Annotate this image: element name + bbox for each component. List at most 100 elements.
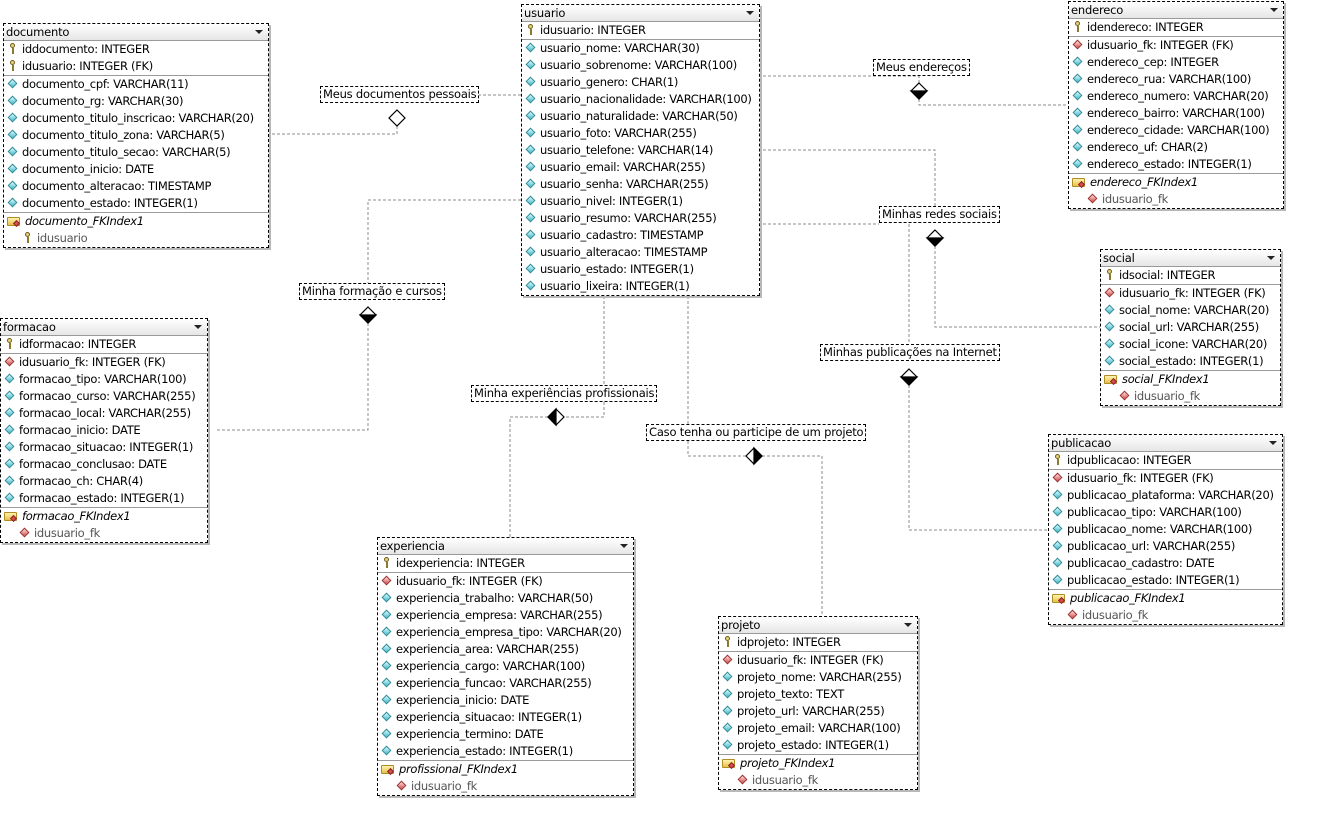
table-column[interactable]: experiencia_trabalho: VARCHAR(50) [378,590,633,607]
table-column[interactable]: iddocumento: INTEGER [4,41,268,58]
table-column[interactable]: usuario_nivel: INTEGER(1) [522,193,759,210]
table-column[interactable]: idusuario: INTEGER (FK) [4,58,268,75]
table-column[interactable]: usuario_email: VARCHAR(255) [522,159,759,176]
table-column[interactable]: endereco_uf: CHAR(2) [1069,139,1283,156]
table-column[interactable]: idprojeto: INTEGER [719,634,917,651]
relationship-diamond-icon[interactable] [899,368,919,386]
collapse-arrow-icon[interactable] [255,30,263,34]
table-column[interactable]: experiencia_situacao: INTEGER(1) [378,709,633,726]
relationship-diamond-icon[interactable] [909,82,929,100]
table-column[interactable]: experiencia_estado: INTEGER(1) [378,743,633,760]
table-column[interactable]: endereco_bairro: VARCHAR(100) [1069,105,1283,122]
index-field[interactable]: idusuario_fk [1049,607,1282,624]
relationship-label[interactable]: Minha experiências profissionais [471,385,658,402]
table-column[interactable]: formacao_tipo: VARCHAR(100) [1,371,207,388]
relationship-label[interactable]: Caso tenha ou participe de um projeto [646,424,867,441]
table-column[interactable]: endereco_numero: VARCHAR(20) [1069,88,1283,105]
table-column[interactable]: usuario_resumo: VARCHAR(255) [522,210,759,227]
table-column[interactable]: documento_titulo_inscricao: VARCHAR(20) [4,110,268,127]
table-column[interactable]: usuario_sobrenome: VARCHAR(100) [522,57,759,74]
table-column[interactable]: idusuario_fk: INTEGER (FK) [1069,37,1283,54]
table-column[interactable]: publicacao_estado: INTEGER(1) [1049,572,1282,589]
table-column[interactable]: usuario_naturalidade: VARCHAR(50) [522,108,759,125]
table-column[interactable]: projeto_email: VARCHAR(100) [719,720,917,737]
table-column[interactable]: idusuario_fk: INTEGER (FK) [1049,470,1282,487]
relationship-diamond-icon[interactable] [745,446,763,466]
table-column[interactable]: documento_inicio: DATE [4,161,268,178]
relationship-diamond-icon[interactable] [388,109,406,127]
index-field[interactable]: idusuario_fk [1101,388,1280,405]
table-column[interactable]: social_nome: VARCHAR(20) [1101,302,1280,319]
table-column[interactable]: usuario_estado: INTEGER(1) [522,261,759,278]
table-header[interactable]: documento [4,24,268,41]
index-field[interactable]: idusuario_fk [1069,191,1283,208]
table-column[interactable]: usuario_alteracao: TIMESTAMP [522,244,759,261]
table-column[interactable]: documento_titulo_secao: VARCHAR(5) [4,144,268,161]
table-header[interactable]: social [1101,250,1280,267]
table-column[interactable]: formacao_ch: CHAR(4) [1,473,207,490]
table-column[interactable]: publicacao_url: VARCHAR(255) [1049,538,1282,555]
table-column[interactable]: usuario_lixeira: INTEGER(1) [522,278,759,295]
relationship-label[interactable]: Minhas publicações na Internet [820,344,1000,361]
index-field[interactable]: idusuario [4,230,268,247]
table-column[interactable]: idsocial: INTEGER [1101,267,1280,284]
table-column[interactable]: experiencia_cargo: VARCHAR(100) [378,658,633,675]
index-field[interactable]: idusuario_fk [378,778,633,795]
index-row[interactable]: endereco_FKIndex1 [1069,174,1283,191]
collapse-arrow-icon[interactable] [194,325,202,329]
table-column[interactable]: usuario_senha: VARCHAR(255) [522,176,759,193]
table-column[interactable]: documento_alteracao: TIMESTAMP [4,178,268,195]
index-field[interactable]: idusuario_fk [719,772,917,789]
index-row[interactable]: social_FKIndex1 [1101,371,1280,388]
table-column[interactable]: idexperiencia: INTEGER [378,555,633,572]
table-column[interactable]: endereco_estado: INTEGER(1) [1069,156,1283,173]
table-column[interactable]: social_url: VARCHAR(255) [1101,319,1280,336]
table-column[interactable]: documento_rg: VARCHAR(30) [4,93,268,110]
index-row[interactable]: documento_FKIndex1 [4,213,268,230]
table-column[interactable]: idusuario_fk: INTEGER (FK) [1101,285,1280,302]
table-header[interactable]: formacao [1,319,207,336]
table-column[interactable]: usuario_nome: VARCHAR(30) [522,40,759,57]
table-column[interactable]: idusuario_fk: INTEGER (FK) [719,652,917,669]
table-column[interactable]: documento_cpf: VARCHAR(11) [4,76,268,93]
table-column[interactable]: formacao_situacao: INTEGER(1) [1,439,207,456]
table-column[interactable]: formacao_conclusao: DATE [1,456,207,473]
collapse-arrow-icon[interactable] [620,544,628,548]
table-column[interactable]: projeto_url: VARCHAR(255) [719,703,917,720]
collapse-arrow-icon[interactable] [746,11,754,15]
table-column[interactable]: projeto_nome: VARCHAR(255) [719,669,917,686]
table-column[interactable]: social_icone: VARCHAR(20) [1101,336,1280,353]
table-column[interactable]: experiencia_empresa: VARCHAR(255) [378,607,633,624]
table-column[interactable]: endereco_rua: VARCHAR(100) [1069,71,1283,88]
relationship-diamond-icon[interactable] [925,229,945,247]
table-column[interactable]: experiencia_termino: DATE [378,726,633,743]
table-column[interactable]: publicacao_cadastro: DATE [1049,555,1282,572]
table-column[interactable]: endereco_cidade: VARCHAR(100) [1069,122,1283,139]
collapse-arrow-icon[interactable] [904,623,912,627]
collapse-arrow-icon[interactable] [1269,441,1277,445]
table-column[interactable]: formacao_curso: VARCHAR(255) [1,388,207,405]
table-column[interactable]: formacao_estado: INTEGER(1) [1,490,207,507]
table-column[interactable]: usuario_genero: CHAR(1) [522,74,759,91]
table-column[interactable]: publicacao_tipo: VARCHAR(100) [1049,504,1282,521]
relationship-label[interactable]: Minha formação e cursos [299,283,445,300]
table-column[interactable]: projeto_texto: TEXT [719,686,917,703]
relationship-label[interactable]: Minhas redes sociais [879,206,1000,223]
table-column[interactable]: projeto_estado: INTEGER(1) [719,737,917,754]
relationship-label[interactable]: Meus endereços [873,59,970,76]
table-column[interactable]: idusuario: INTEGER [522,22,759,39]
table-header[interactable]: endereco [1069,2,1283,19]
table-column[interactable]: experiencia_empresa_tipo: VARCHAR(20) [378,624,633,641]
index-row[interactable]: projeto_FKIndex1 [719,755,917,772]
table-header[interactable]: experiencia [378,538,633,555]
table-column[interactable]: idendereco: INTEGER [1069,19,1283,36]
index-field[interactable]: idusuario_fk [1,525,207,542]
table-column[interactable]: idusuario_fk: INTEGER (FK) [378,573,633,590]
